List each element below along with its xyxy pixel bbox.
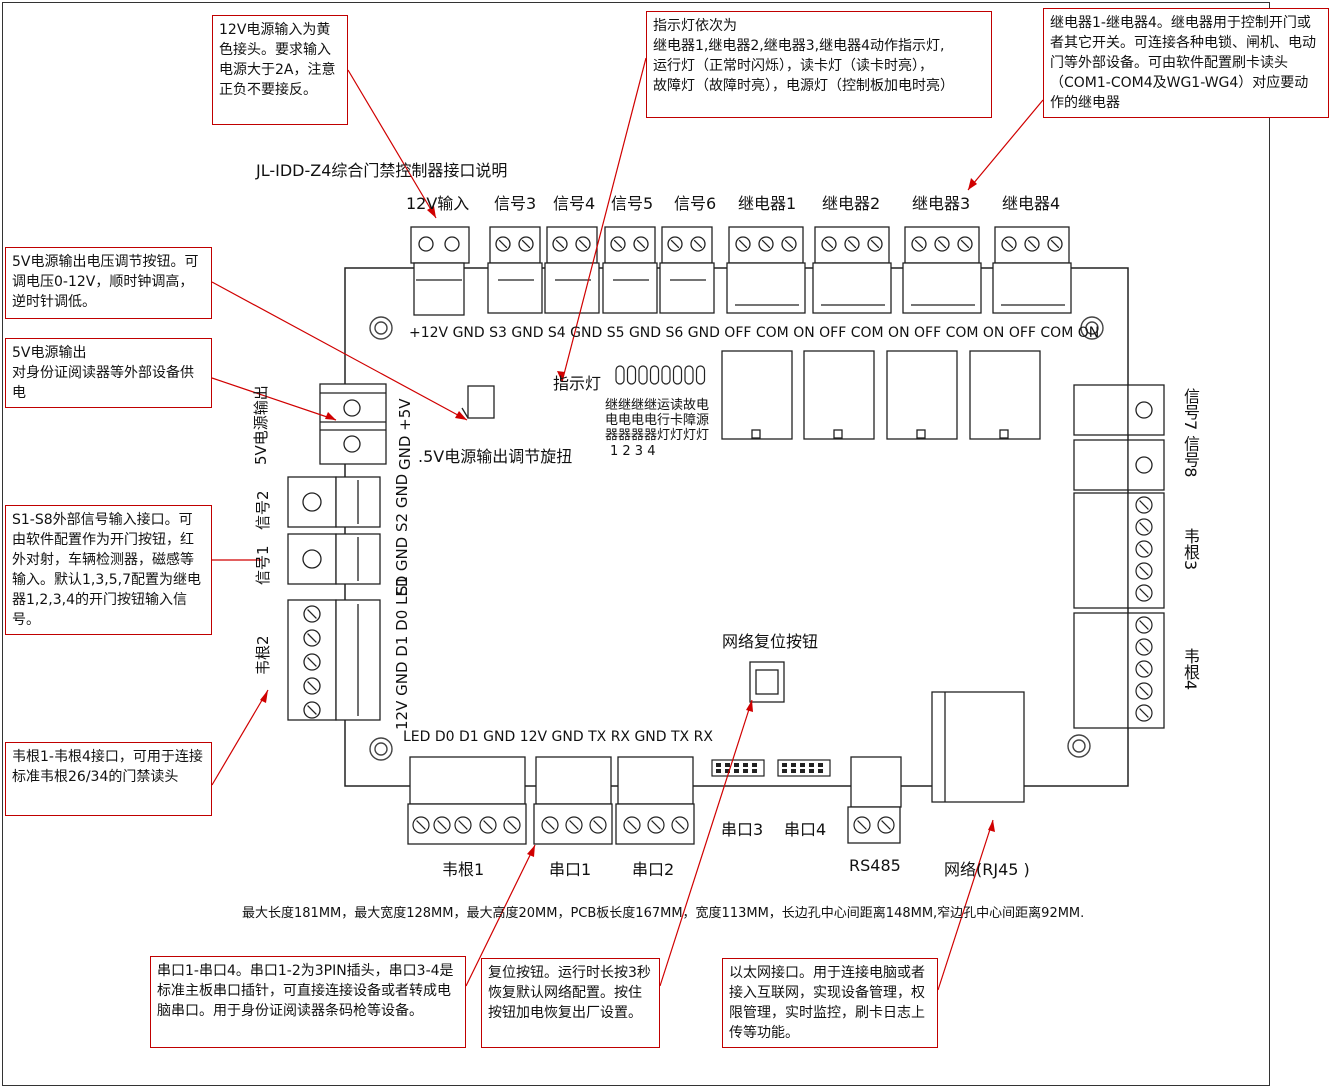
callout-5v-output: 5V电源输出 对身份证阅读器等外部设备供电 [5, 338, 212, 408]
indicator-led [649, 365, 660, 385]
bottom-screws [412, 816, 895, 834]
label-signal1: 信号1 [254, 545, 272, 585]
indicator-names-row2: 电电电电行卡障源 [605, 413, 710, 428]
label-reset-button: 网络复位按钮 [722, 632, 819, 651]
label-signal7-8: 信号7 信号8 [1181, 388, 1200, 478]
indicator-led [638, 365, 648, 385]
relay-blocks [721, 350, 1041, 440]
label-wiegand2: 韦根2 [254, 635, 272, 675]
indicator-led [684, 365, 694, 385]
top-pin-labels: +12V GND S3 GND S4 GND S5 GND S6 GND OFF… [409, 325, 1100, 341]
label-com1: 串口1 [549, 860, 592, 879]
label-wiegand4: 韦根4 [1181, 648, 1200, 691]
label-5v-knob: .5V电源输出调节旋扭 [418, 447, 573, 466]
indicator-names-row4: 1 2 3 4 [610, 444, 656, 459]
signal-connectors-left [287, 476, 381, 585]
callout-indicators: 指示灯依次为 继电器1,继电器2,继电器3,继电器4动作指示灯, 运行灯（正常时… [646, 11, 992, 118]
indicator-names-row1: 继继继继运读故电 [605, 398, 710, 413]
callout-5v-adjust: 5V电源输出电压调节按钮。可调电压0-12V，顺时钟调高，逆时针调低。 [5, 247, 212, 319]
callout-ethernet: 以太网接口。用于连接电脑或者接入互联网，实现设备管理，权限管理，实时监控，刷卡日… [722, 958, 938, 1048]
rj45-jack [931, 691, 1025, 803]
indicator-led [615, 365, 625, 385]
label-rj45: 网络(RJ45 ) [944, 860, 1030, 879]
bottom-pin-labels: LED D0 D1 GND 12V GND TX RX GND TX RX [403, 729, 713, 745]
label-wiegand1: 韦根1 [442, 860, 485, 879]
signal-connectors-top [487, 226, 715, 314]
right-connectors [1073, 384, 1165, 729]
reset-button [749, 661, 785, 703]
label-indicator: 指示灯 [553, 374, 602, 393]
mount-holes [369, 316, 1104, 761]
indicator-led [626, 365, 637, 385]
wiegand2-connector [287, 599, 381, 721]
label-12v-input: 12V输入 [406, 194, 470, 213]
label-relay3: 继电器3 [912, 194, 971, 213]
label-5v-output: 5V电源输出 [252, 385, 270, 465]
pin-headers [711, 759, 831, 777]
label-relay2: 继电器2 [822, 194, 881, 213]
right-screws [1135, 496, 1153, 722]
indicator-leds [615, 365, 706, 385]
label-relay4: 继电器4 [1002, 194, 1061, 213]
connector-5v-output [319, 383, 387, 465]
diagram-title: JL-IDD-Z4综合门禁控制器接口说明 [256, 161, 508, 180]
callout-serial: 串口1-串口4。串口1-2为3PIN插头，串口3-4是标准主板串口插针，可直接连… [150, 956, 466, 1048]
callout-12v-input: 12V电源输入为黄色接头。要求输入电源大于2A，注意正负不要接反。 [212, 15, 348, 125]
label-wiegand3: 韦根3 [1181, 528, 1200, 571]
label-5v-pins: GND +5V [396, 398, 414, 470]
callout-reset: 复位按钮。运行时长按3秒恢复默认网络配置。按住按钮加电恢复出厂设置。 [481, 958, 660, 1048]
label-signal3: 信号3 [494, 194, 537, 213]
callout-wiegand: 韦根1-韦根4接口，可用于连接标准韦根26/34的门禁读头 [5, 742, 212, 816]
dimensions-note: 最大长度181MM，最大宽度128MM，最大高度20MM，PCB板长度167MM… [242, 906, 1085, 921]
relay-connectors [726, 226, 1072, 314]
label-signal6: 信号6 [674, 194, 717, 213]
connector-12v [410, 226, 470, 316]
callout-signal-inputs: S1-S8外部信号输入接口。可由软件配置作为开门按钮，红外对射，车辆检测器，磁感… [5, 505, 212, 635]
label-com4: 串口4 [784, 820, 827, 839]
label-signal2: 信号2 [254, 490, 272, 530]
label-signal5: 信号5 [611, 194, 654, 213]
label-relay1: 继电器1 [738, 194, 797, 213]
indicator-led [695, 365, 706, 385]
label-signal4: 信号4 [553, 194, 596, 213]
pin-header-pins [716, 763, 823, 773]
label-wiegand2-pins: 12V GND D1 D0 LED [393, 575, 411, 730]
indicator-names-row3: 器器器器灯灯灯灯 [605, 428, 710, 443]
label-com3: 串口3 [721, 820, 764, 839]
label-com2: 串口2 [632, 860, 675, 879]
label-rs485: RS485 [849, 856, 901, 875]
leader-lines [211, 57, 1044, 991]
leader-arrowheads [260, 178, 995, 857]
indicator-led [672, 365, 683, 385]
diagram-frame [2, 2, 1270, 1086]
voltage-knob [461, 385, 495, 419]
callout-relays: 继电器1-继电器4。继电器用于控制开门或者其它开关。可连接各种电锁、闸机、电动门… [1043, 8, 1329, 118]
indicator-led [661, 365, 671, 385]
